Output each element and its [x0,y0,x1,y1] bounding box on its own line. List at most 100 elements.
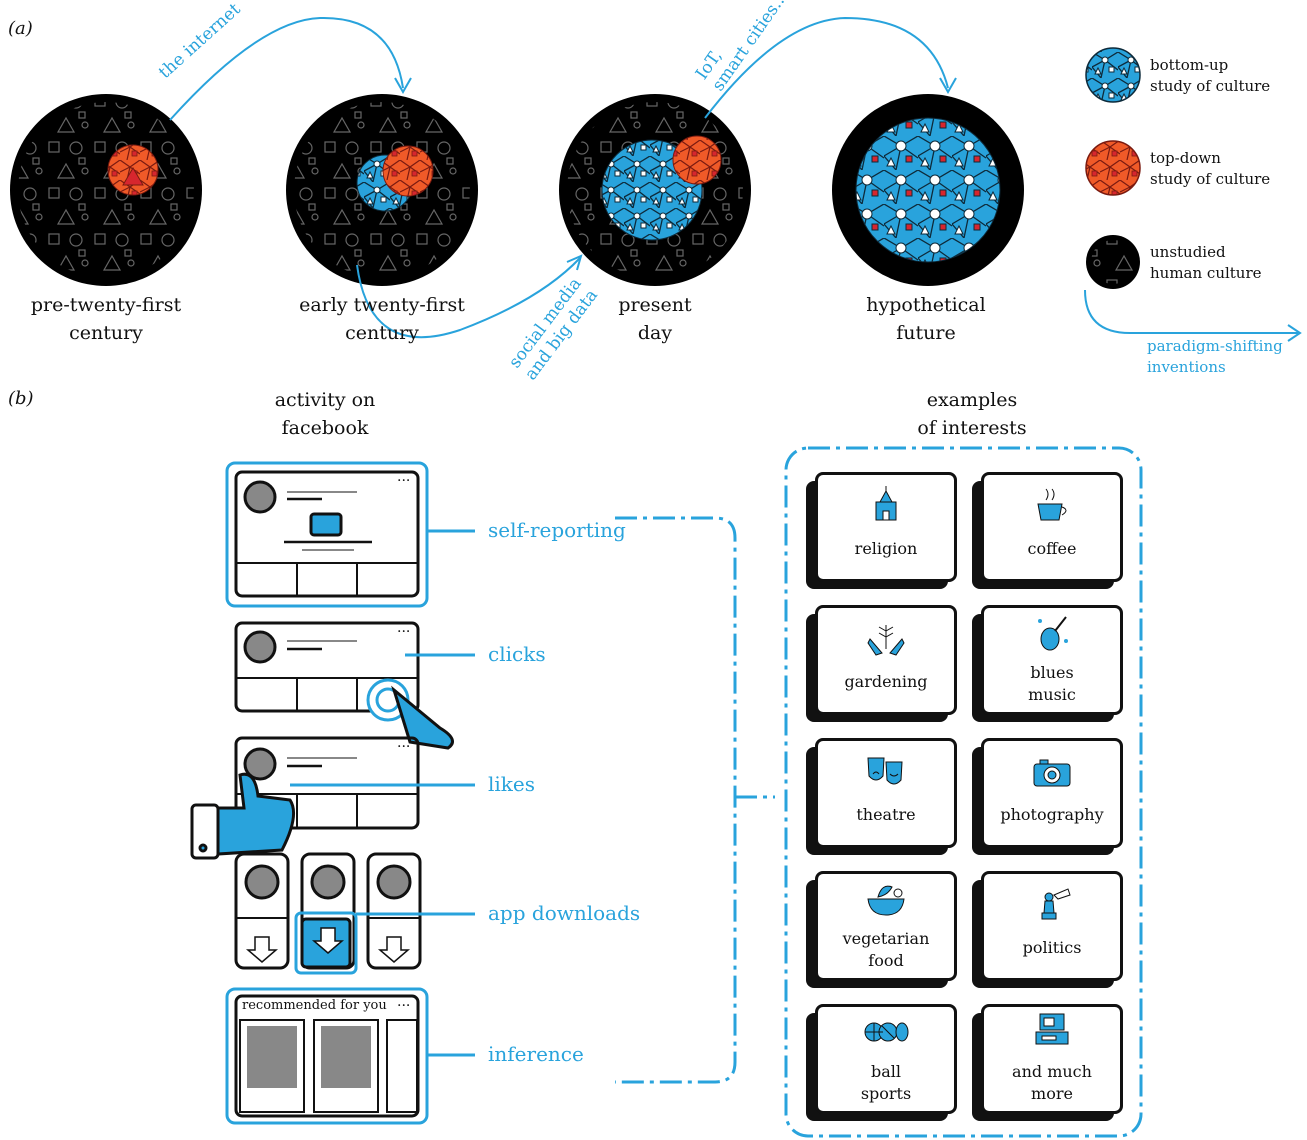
progress-arrows [169,16,957,339]
interest-card: politics [972,871,1123,988]
stage-label-early-line2: century [345,322,419,344]
interest-card: blues music [972,605,1123,722]
stage-pre-circle [10,94,202,286]
legend-top-down-line1: top-down [1150,149,1221,167]
church-icon [875,486,897,521]
interest-card: ball sports [806,1004,957,1121]
balls-icon [864,1022,909,1042]
activity-title: activity on facebook [225,386,425,442]
interest-label-line1: and much [1012,1062,1092,1081]
interest-card-face [981,738,1123,848]
method-likes: likes [488,772,536,796]
interest-label-line2: food [868,951,904,970]
interest-label-line1: gardening [844,672,928,691]
coffee-cup-icon [1037,488,1067,521]
stage-early-circle [286,94,478,286]
interests-title-line1: examples [926,389,1018,411]
stage-label-future: hypothetical future [840,291,1012,347]
svg-text:...: ... [397,469,410,485]
stage-label-present-line2: day [637,322,673,344]
violin-icon [1038,616,1068,651]
recommended-for-you-text: recommended for you [242,998,387,1013]
interest-label-line1: vegetarian [842,929,930,948]
method-inference: inference [488,1042,584,1066]
interest-card-face [815,1004,957,1114]
interest-card: vegetarian food [806,871,957,988]
activity-title-line1: activity on [274,389,376,411]
interest-label-line2: music [1028,685,1076,704]
legend-top-down-line2: study of culture [1150,170,1271,188]
stage-label-future-line1: hypothetical [866,294,986,316]
stage-label-present: present day [595,291,715,347]
likes-post: ... [190,735,420,860]
app-downloads-tiles [234,852,422,975]
chess-politics-icon [1041,888,1071,920]
interest-label-line2: more [1031,1084,1073,1103]
method-connectors [290,529,475,1057]
interests-title-line2: of interests [917,417,1027,439]
stage-label-pre-line1: pre-twenty-first [30,294,182,316]
interest-card: coffee [972,472,1123,589]
camera-icon [1033,759,1071,787]
interest-card: gardening [806,605,957,722]
interest-card-face [981,605,1123,715]
interest-label-line1: politics [1022,938,1082,957]
interest-card: and much more [972,1004,1123,1121]
interest-card: photography [972,738,1123,855]
interest-label-line1: theatre [856,805,916,824]
legend-bottom-up: bottom-up study of culture [1150,55,1270,97]
interest-card-face [815,605,957,715]
legend-top-down-icon [1085,140,1141,196]
interest-label-line1: coffee [1027,539,1077,558]
svg-text:...: ... [397,994,410,1010]
interest-label-line1: photography [1000,805,1104,824]
culture-circles [10,16,1024,339]
interests-frame [784,446,1143,1138]
legend-inventions-line2: inventions [1147,358,1226,376]
stage-label-pre-line2: century [69,322,143,344]
stage-present-circle [559,94,751,286]
interest-label-line1: ball [870,1062,901,1081]
interest-label-line1: religion [854,539,918,558]
legend-symbols [1084,47,1302,342]
legend-unstudied-line2: human culture [1150,264,1262,282]
legend-top-down: top-down study of culture [1150,148,1270,190]
interest-card: theatre [806,738,957,855]
legend-unstudied: unstudied human culture [1150,242,1262,284]
stage-future-circle [832,94,1024,286]
stage-label-early-line1: early twenty-first [299,294,465,316]
stage-label-present-line1: present [618,294,692,316]
panel-a-tag: (a) [8,18,33,39]
devices-icon [1035,1013,1069,1045]
inference-post: ... [225,987,429,1125]
legend-unstudied-icon [1086,235,1140,289]
interests-title: examples of interests [872,386,1072,442]
interest-card-face [815,738,957,848]
svg-text:...: ... [397,620,410,636]
legend-bottom-up-line1: bottom-up [1150,56,1229,74]
legend-inventions-line1: paradigm-shifting [1147,337,1283,355]
legend-bottom-up-icon [1085,47,1141,103]
stage-label-early: early twenty-first century [282,291,482,347]
legend-unstudied-line1: unstudied [1150,243,1226,261]
clicks-post: ... [234,620,454,750]
legend-invention-arrow [1084,289,1302,342]
interest-card-face [981,871,1123,981]
self-reporting-post: ... [225,461,429,608]
stage-label-future-line2: future [896,322,956,344]
salad-bowl-icon [867,885,905,916]
stage-label-pre: pre-twenty-first century [6,291,206,347]
interest-label-line2: sports [860,1084,912,1103]
svg-text:...: ... [397,735,410,751]
legend-bottom-up-line2: study of culture [1150,77,1271,95]
interest-label-line1: blues [1030,663,1074,682]
activity-title-line2: facebook [281,417,369,439]
panel-b-tag: (b) [8,388,34,409]
plant-hands-icon [867,625,905,656]
theatre-masks-icon [867,757,903,785]
method-app-downloads: app downloads [488,901,641,925]
interest-bracket [615,516,775,1084]
interest-card-face [981,472,1123,582]
legend-inventions: paradigm-shifting inventions [1147,336,1283,378]
